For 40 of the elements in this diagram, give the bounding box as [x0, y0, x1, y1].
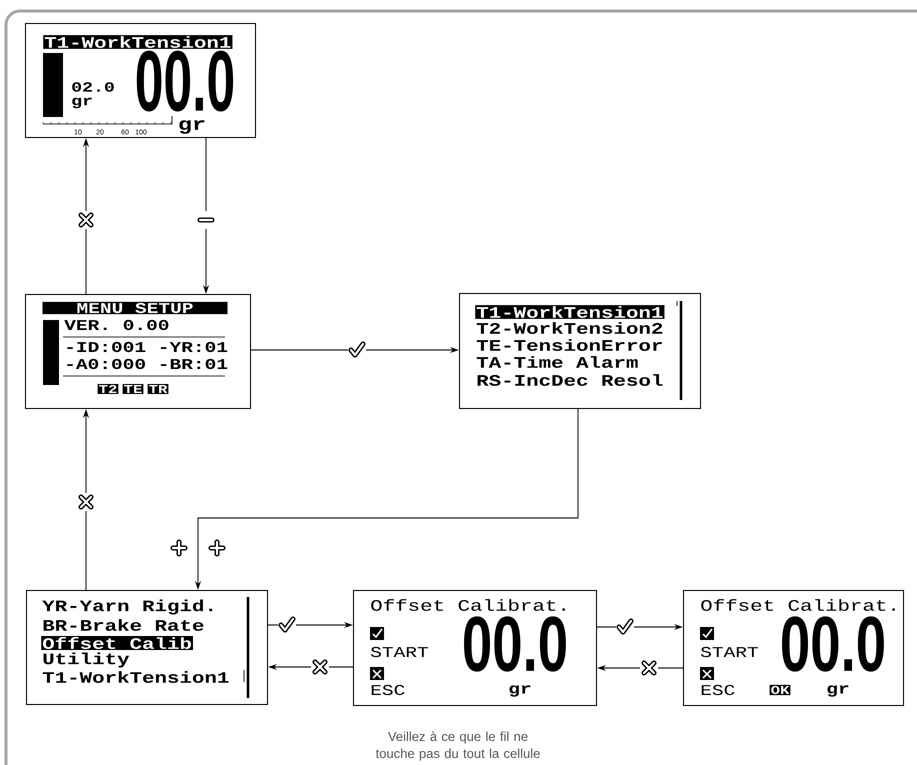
screen-text: gr [179, 120, 204, 134]
screen-text: gr [828, 685, 848, 697]
screen-text: gr [72, 98, 92, 108]
screen-text: TE-TensionError [476, 339, 662, 351]
highlighted-text: Offset Calib [41, 636, 193, 650]
screen-text: BR-Brake Rate [44, 619, 204, 631]
highlighted-text: T1-WorkTension1 [43, 35, 232, 49]
screen-text: ESC [702, 684, 734, 696]
highlighted-text: OK [770, 684, 790, 696]
screen-text: -ID:001 -YR:01 [67, 342, 228, 352]
lcd-screen [683, 590, 904, 706]
screen-text: START [370, 646, 428, 658]
screen-text: gr [509, 685, 530, 697]
reading-value: 00.0 [782, 616, 884, 672]
highlighted-text: T2 [98, 384, 118, 394]
lcd-screen [459, 293, 701, 409]
screen-text: Offset Calibrat. [701, 599, 895, 611]
highlighted-text: TE [122, 384, 144, 394]
screen-text: YR-Yarn Rigid. [42, 600, 212, 614]
screen-text: Utility [44, 652, 130, 668]
lcd-screen [25, 23, 256, 138]
screen-text: ESC [372, 684, 404, 696]
highlighted-text: T1-WorkTension1 [475, 305, 664, 319]
reading-value: 00.0 [136, 50, 234, 112]
caption: Veillez à ce que le fil ne touche pas du tout la cellule [376, 731, 540, 761]
lcd-screen [25, 294, 251, 409]
screen-text: TA-Time Alarm [476, 356, 638, 368]
highlighted-text: TR [148, 384, 168, 394]
highlighted-text: MENU SETUP [42, 302, 228, 314]
screen-text: 02.0 [72, 82, 114, 92]
screen-text: -A0:000 -BR:01 [67, 358, 228, 370]
lcd-screen [353, 590, 597, 706]
reading-value: 00.0 [464, 616, 566, 672]
screen-text: Offset Calibrat. [371, 599, 565, 611]
screen-text: START [700, 646, 758, 658]
screen-text: T1-WorkTension1 [42, 671, 228, 683]
screen-text: RS-IncDec Resol [478, 374, 663, 386]
screen-text: VER. 0.00 [64, 320, 168, 330]
screen-text: T2-WorkTension2 [476, 322, 662, 334]
lcd-screen [26, 590, 268, 705]
